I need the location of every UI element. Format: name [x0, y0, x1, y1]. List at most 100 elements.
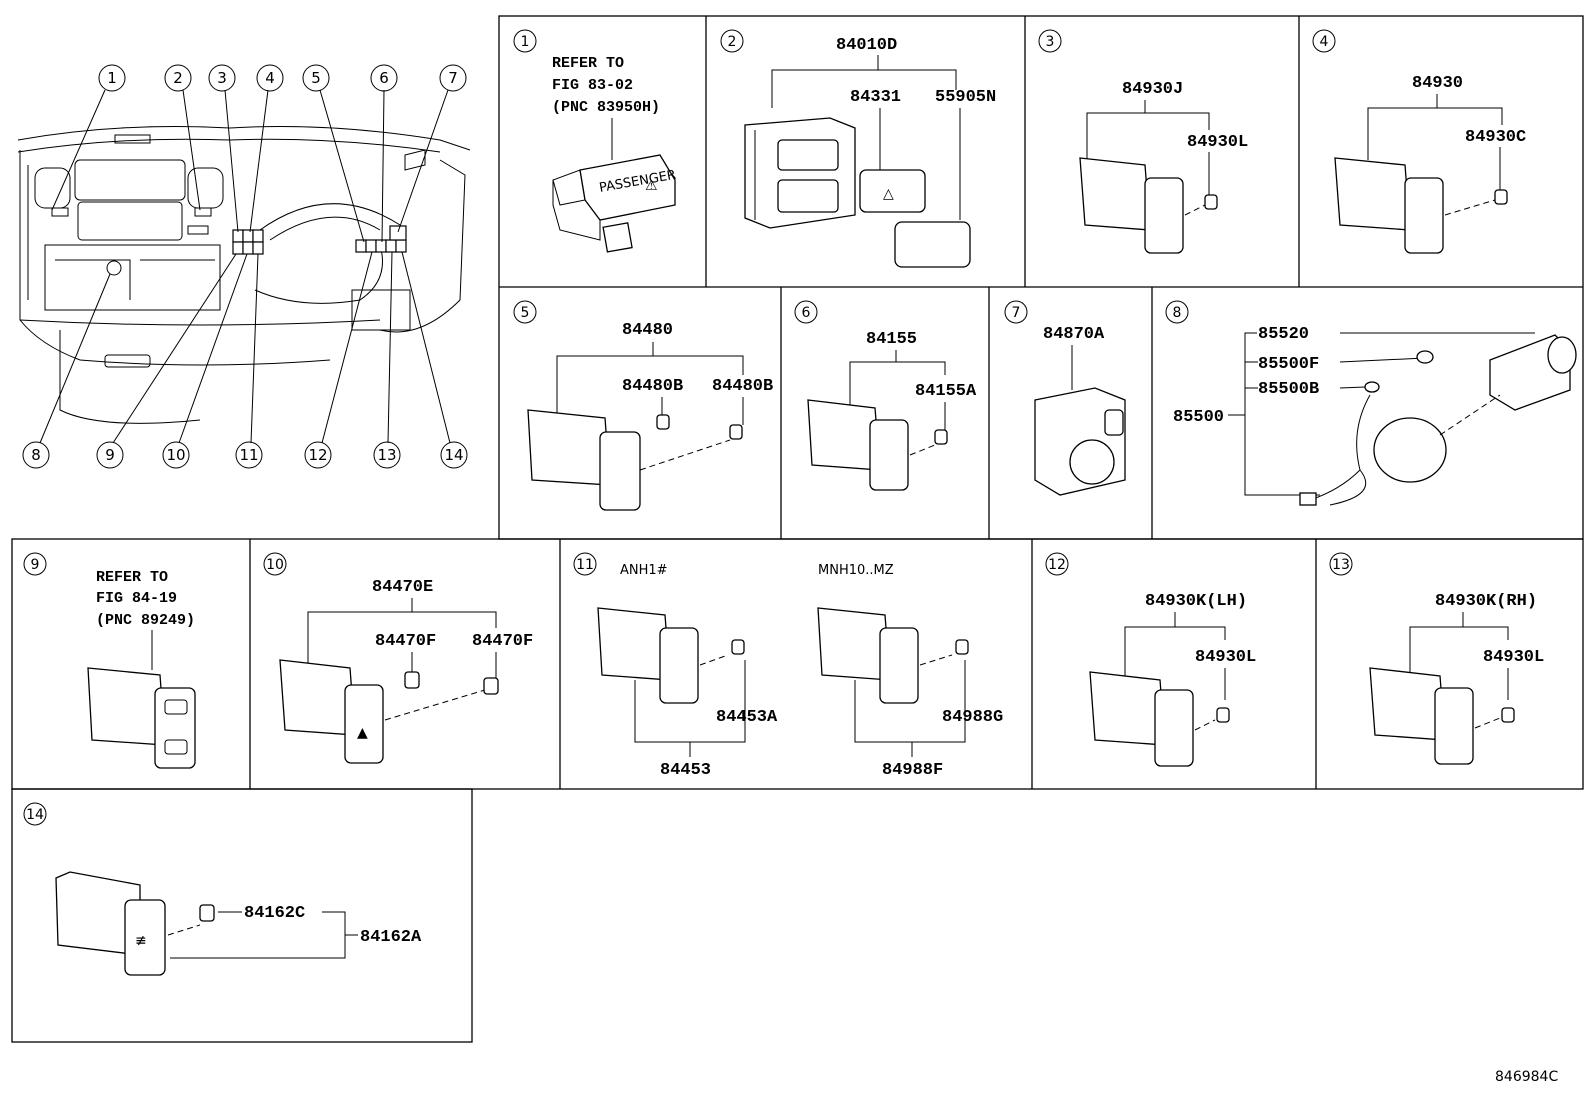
- mirror-switch-84870A: [1034, 387, 1126, 496]
- panel-8: 8 85520 85500F 85500B 85500: [1165, 300, 1577, 506]
- hazard-switch-knob: △: [859, 169, 926, 213]
- switch-84453: [597, 607, 745, 704]
- panel-9: 9 REFER TO FIG 84-19 (PNC 89249): [23, 552, 196, 769]
- svg-text:84988F: 84988F: [882, 761, 943, 780]
- svg-text:4: 4: [1320, 34, 1329, 50]
- svg-text:FIG 83-02: FIG 83-02: [552, 77, 633, 94]
- svg-text:84930K(RH): 84930K(RH): [1435, 592, 1537, 611]
- callout-8: 8: [22, 273, 111, 469]
- panel-2: 2 84010D 84331 55905N △: [720, 29, 996, 268]
- svg-text:84480: 84480: [622, 321, 673, 340]
- svg-text:84155A: 84155A: [915, 382, 977, 401]
- svg-text:84010D: 84010D: [836, 36, 897, 55]
- fog-lamp-icon: ≢: [135, 933, 147, 949]
- svg-text:84470F: 84470F: [472, 632, 533, 651]
- panel-4: 4 84930 84930C: [1312, 29, 1526, 254]
- callout-10: 10: [162, 253, 248, 469]
- hazard-triangle-icon: △: [883, 186, 894, 202]
- svg-text:5: 5: [521, 305, 530, 321]
- svg-text:84930L: 84930L: [1187, 133, 1248, 152]
- svg-text:84331: 84331: [850, 88, 901, 107]
- svg-text:84480B: 84480B: [712, 377, 773, 396]
- svg-text:85500: 85500: [1173, 408, 1224, 427]
- airbag-off-icon: ⚠: [645, 178, 658, 194]
- left-switch-cluster: [232, 229, 264, 255]
- svg-text:10: 10: [166, 446, 185, 464]
- svg-text:(PNC 89249): (PNC 89249): [96, 612, 195, 629]
- svg-text:1: 1: [107, 69, 117, 87]
- right-switch-cluster: [355, 225, 407, 253]
- svg-text:84988G: 84988G: [942, 708, 1003, 727]
- passenger-airbag-switch: PASSENGER ⚠: [552, 154, 677, 253]
- svg-text:8: 8: [31, 446, 41, 464]
- switch-84930K-RH: [1369, 667, 1515, 765]
- svg-text:MNH10..MZ: MNH10..MZ: [818, 563, 894, 578]
- svg-text:REFER TO: REFER TO: [552, 55, 624, 72]
- switch-84480: [527, 409, 743, 511]
- svg-text:14: 14: [26, 807, 44, 823]
- switch-84470E: ▲: [279, 659, 499, 764]
- svg-text:2: 2: [173, 69, 183, 87]
- svg-text:12: 12: [1048, 557, 1066, 573]
- svg-text:84162C: 84162C: [244, 904, 305, 923]
- warning-icon: ▲: [357, 725, 368, 741]
- svg-text:84930L: 84930L: [1195, 648, 1256, 667]
- svg-text:84453: 84453: [660, 761, 711, 780]
- panel-14: 14 ≢ 84162C 84162A: [23, 802, 422, 976]
- dual-switch-assembly: [744, 117, 856, 229]
- callout-14: 14: [401, 251, 468, 469]
- svg-text:6: 6: [802, 305, 811, 321]
- switch-84930J: [1079, 157, 1218, 254]
- svg-text:9: 9: [31, 557, 40, 573]
- switch-knob: [894, 221, 971, 268]
- panel-5: 5 84480 84480B 84480B: [513, 300, 773, 511]
- svg-text:11: 11: [239, 446, 258, 464]
- callout-2: 2: [164, 64, 201, 211]
- svg-text:85520: 85520: [1258, 325, 1309, 344]
- diagram-code: 846984C: [1495, 1069, 1558, 1085]
- panel-1: 1 REFER TO FIG 83-02 (PNC 83950H) PASSEN…: [513, 29, 677, 253]
- svg-text:1: 1: [521, 34, 530, 50]
- svg-text:14: 14: [444, 446, 463, 464]
- svg-text:ANH1#: ANH1#: [620, 563, 668, 578]
- panel-12: 12 84930K(LH) 84930L: [1045, 552, 1256, 767]
- panel-6: 6 84155 84155A: [794, 300, 977, 491]
- callout-4: 4: [249, 64, 284, 233]
- switch-89249: [87, 667, 196, 769]
- svg-text:84930K(LH): 84930K(LH): [1145, 592, 1247, 611]
- dashboard-overview: 1 2 3 4 5 6 7 8 9 10 11 12 13 14: [17, 64, 471, 469]
- svg-text:84930J: 84930J: [1122, 80, 1183, 99]
- svg-text:11: 11: [576, 557, 594, 573]
- switch-84988F: [817, 607, 969, 704]
- callout-1: 1: [51, 64, 126, 211]
- fog-lamp-switch: ≢: [55, 871, 215, 976]
- callout-5: 5: [302, 64, 365, 243]
- svg-text:FIG 84-19: FIG 84-19: [96, 590, 177, 607]
- svg-text:9: 9: [105, 446, 115, 464]
- svg-text:3: 3: [1046, 34, 1055, 50]
- svg-text:84470F: 84470F: [375, 632, 436, 651]
- callout-3: 3: [208, 64, 239, 233]
- cigarette-lighter-assembly: [1299, 334, 1577, 506]
- svg-text:84480B: 84480B: [622, 377, 683, 396]
- switch-84930: [1334, 157, 1508, 254]
- callout-9: 9: [96, 253, 237, 469]
- svg-text:8: 8: [1173, 305, 1182, 321]
- svg-text:13: 13: [377, 446, 396, 464]
- svg-text:84930C: 84930C: [1465, 128, 1526, 147]
- svg-text:12: 12: [308, 446, 327, 464]
- svg-text:10: 10: [266, 557, 284, 573]
- svg-text:5: 5: [311, 69, 321, 87]
- svg-text:55905N: 55905N: [935, 88, 996, 107]
- svg-text:85500F: 85500F: [1258, 355, 1319, 374]
- svg-text:6: 6: [379, 69, 389, 87]
- svg-text:84470E: 84470E: [372, 578, 433, 597]
- svg-text:4: 4: [265, 69, 275, 87]
- callout-12: 12: [304, 251, 373, 469]
- svg-text:84155: 84155: [866, 330, 917, 349]
- panel-7: 7 84870A: [1004, 300, 1126, 496]
- svg-text:2: 2: [728, 34, 737, 50]
- callout-7: 7: [397, 64, 467, 233]
- switch-84930K-LH: [1089, 671, 1230, 767]
